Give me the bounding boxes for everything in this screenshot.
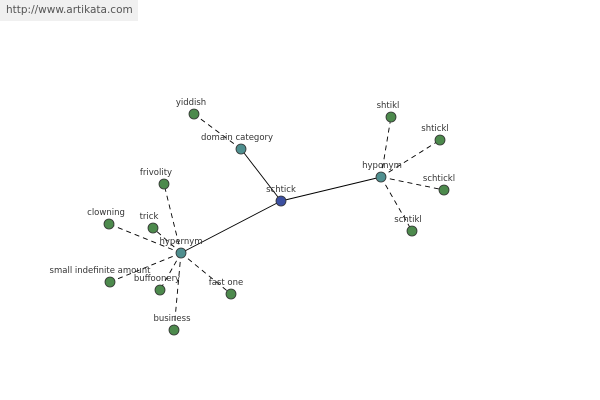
node-schtikl[interactable] (406, 225, 418, 237)
node-label-hyponym: hyponym (362, 161, 402, 171)
node-label-small-indefinite-amount: small indefinite amount (50, 266, 152, 276)
edge-hyponym-shtikl (380, 116, 392, 178)
edge-hypernym-buffoonery (159, 252, 182, 291)
edge-schtick-domain_category (240, 148, 282, 202)
node-label-shtikl: shtikl (377, 101, 400, 111)
node-buffoonery[interactable] (154, 284, 166, 296)
node-label-buffoonery: buffoonery (134, 274, 180, 284)
edge-hypernym-clowning (108, 223, 182, 254)
edge-domain_category-yiddish (193, 113, 242, 150)
edge-hyponym-schtickl (380, 176, 445, 191)
node-frivolity[interactable] (158, 178, 170, 190)
node-label-frivolity: frivolity (140, 168, 172, 178)
nodes-layer (103, 108, 450, 336)
edge-hypernym-trick (152, 227, 182, 254)
node-shtickl[interactable] (434, 134, 446, 146)
node-trick[interactable] (147, 222, 159, 234)
node-schtick[interactable] (275, 195, 287, 207)
edges-layer (108, 113, 445, 331)
node-label-business: business (153, 314, 191, 324)
node-hypernym[interactable] (175, 247, 187, 259)
node-label-schtikl: schtikl (394, 215, 421, 225)
site-url-link[interactable]: http://www.artikata.com (0, 0, 138, 21)
node-label-yiddish: yiddish (176, 98, 206, 108)
node-fast-one[interactable] (225, 288, 237, 300)
edge-hypernym-small_indefinite_amount (109, 252, 182, 283)
node-label-trick: trick (140, 212, 159, 222)
node-label-clowning: clowning (87, 208, 125, 218)
node-small-indefinite-amount[interactable] (104, 276, 116, 288)
node-label-domain-category: domain category (201, 133, 273, 143)
edge-schtick-hyponym (280, 176, 382, 202)
node-label-hypernym: hypernym (159, 237, 202, 247)
edge-hyponym-shtickl (380, 139, 441, 178)
node-yiddish[interactable] (188, 108, 200, 120)
node-label-schtickl: schtickl (423, 174, 455, 184)
labels-layer: schtick domain category hyponym hypernym yid… (50, 98, 456, 324)
node-shtikl[interactable] (385, 111, 397, 123)
node-hyponym[interactable] (375, 171, 387, 183)
node-business[interactable] (168, 324, 180, 336)
node-label-schtick: schtick (266, 185, 296, 195)
node-clowning[interactable] (103, 218, 115, 230)
node-label-shtickl: shtickl (421, 124, 448, 134)
node-domain-category[interactable] (235, 143, 247, 155)
edge-hypernym-frivolity (163, 183, 182, 254)
node-label-fast-one: fast one (209, 278, 243, 288)
edge-hypernym-business (173, 252, 182, 331)
edge-hyponym-schtikl (380, 176, 413, 232)
edge-hypernym-fast_one (180, 252, 232, 295)
node-schtickl[interactable] (438, 184, 450, 196)
edge-schtick-hypernym (180, 200, 282, 254)
